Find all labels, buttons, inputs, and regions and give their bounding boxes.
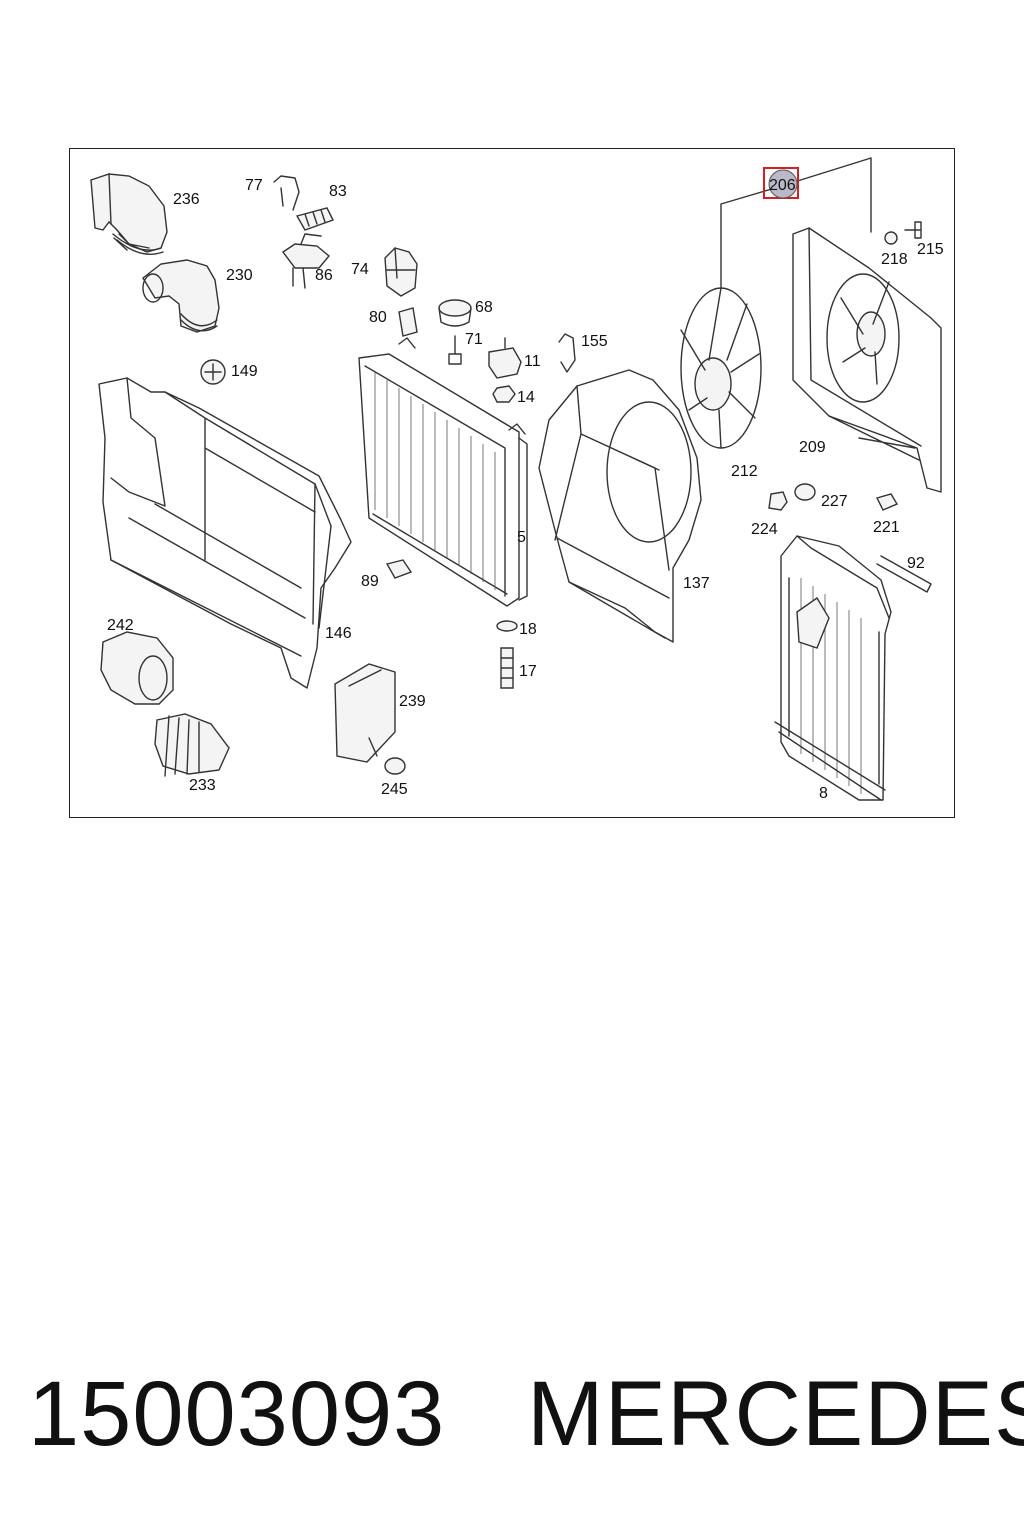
callout-18: 18: [519, 621, 537, 638]
callout-230: 230: [226, 267, 253, 284]
hose-92: [876, 555, 932, 593]
air-duct-236: [90, 173, 168, 255]
callout-236: 236: [173, 191, 200, 208]
clip-77: [273, 175, 300, 211]
plug-245: [384, 757, 406, 775]
leader-206: [720, 157, 872, 289]
callout-137: 137: [683, 575, 710, 592]
callout-218: 218: [881, 251, 908, 268]
air-duct-230: [142, 259, 220, 333]
part-number: 15003093: [28, 1363, 446, 1465]
callout-92: 92: [907, 555, 925, 572]
diagram-frame: [69, 148, 955, 818]
callout-17: 17: [519, 663, 537, 680]
bolt-215: [904, 221, 922, 239]
washer-18: [496, 620, 518, 632]
air-hose-242: [100, 631, 174, 705]
nut-14: [492, 385, 516, 403]
callout-233: 233: [189, 777, 216, 794]
callout-83: 83: [329, 183, 347, 200]
brand-name: MERCEDES: [527, 1363, 1024, 1465]
callout-242: 242: [107, 617, 134, 634]
callout-209: 209: [799, 439, 826, 456]
callout-146: 146: [325, 625, 352, 642]
highlight-disc-206: [768, 169, 798, 199]
clip-86: [281, 233, 330, 289]
callout-71: 71: [465, 331, 483, 348]
mount-149: [200, 359, 226, 385]
callout-14: 14: [517, 389, 535, 406]
bolt-224: [768, 491, 788, 511]
callout-221: 221: [873, 519, 900, 536]
callout-155: 155: [581, 333, 608, 350]
fan-212: [680, 287, 762, 449]
callout-206: 206: [769, 177, 796, 194]
air-hose-233: [154, 713, 230, 777]
callout-212: 212: [731, 463, 758, 480]
clip-155: [558, 333, 576, 373]
clip-89: [385, 559, 413, 579]
cap-68: [438, 299, 472, 327]
callout-77: 77: [245, 177, 263, 194]
callout-80: 80: [369, 309, 387, 326]
fan-housing-209: [792, 227, 942, 493]
clip-80: [398, 307, 418, 337]
callout-89: 89: [361, 573, 379, 590]
parts-diagram: 236 77 83 230 86 74 68 80 71 11 155 14 1…: [90, 157, 944, 802]
nut-227: [794, 483, 816, 501]
callout-86: 86: [315, 267, 333, 284]
radiator-8: [774, 535, 892, 801]
washer-218: [884, 231, 898, 245]
callout-5: 5: [517, 529, 526, 546]
callout-68: 68: [475, 299, 493, 316]
callout-149: 149: [231, 363, 258, 380]
callout-8: 8: [819, 785, 828, 802]
callout-227: 227: [821, 493, 848, 510]
callout-215: 215: [917, 241, 944, 258]
callout-74: 74: [351, 261, 369, 278]
radiator-5: [358, 337, 528, 607]
callout-239: 239: [399, 693, 426, 710]
drain-17: [500, 647, 514, 689]
callout-224: 224: [751, 521, 778, 538]
clip-74: [384, 247, 418, 297]
callout-245: 245: [381, 781, 408, 798]
sensor-71: [448, 335, 462, 365]
clip-83: [295, 207, 334, 231]
clip-221: [875, 493, 899, 511]
callout-11: 11: [524, 353, 541, 370]
switch-11: [488, 337, 522, 379]
fan-shroud-137: [538, 369, 702, 643]
fan-shroud-146: [98, 377, 352, 689]
clip-239: [334, 663, 396, 763]
